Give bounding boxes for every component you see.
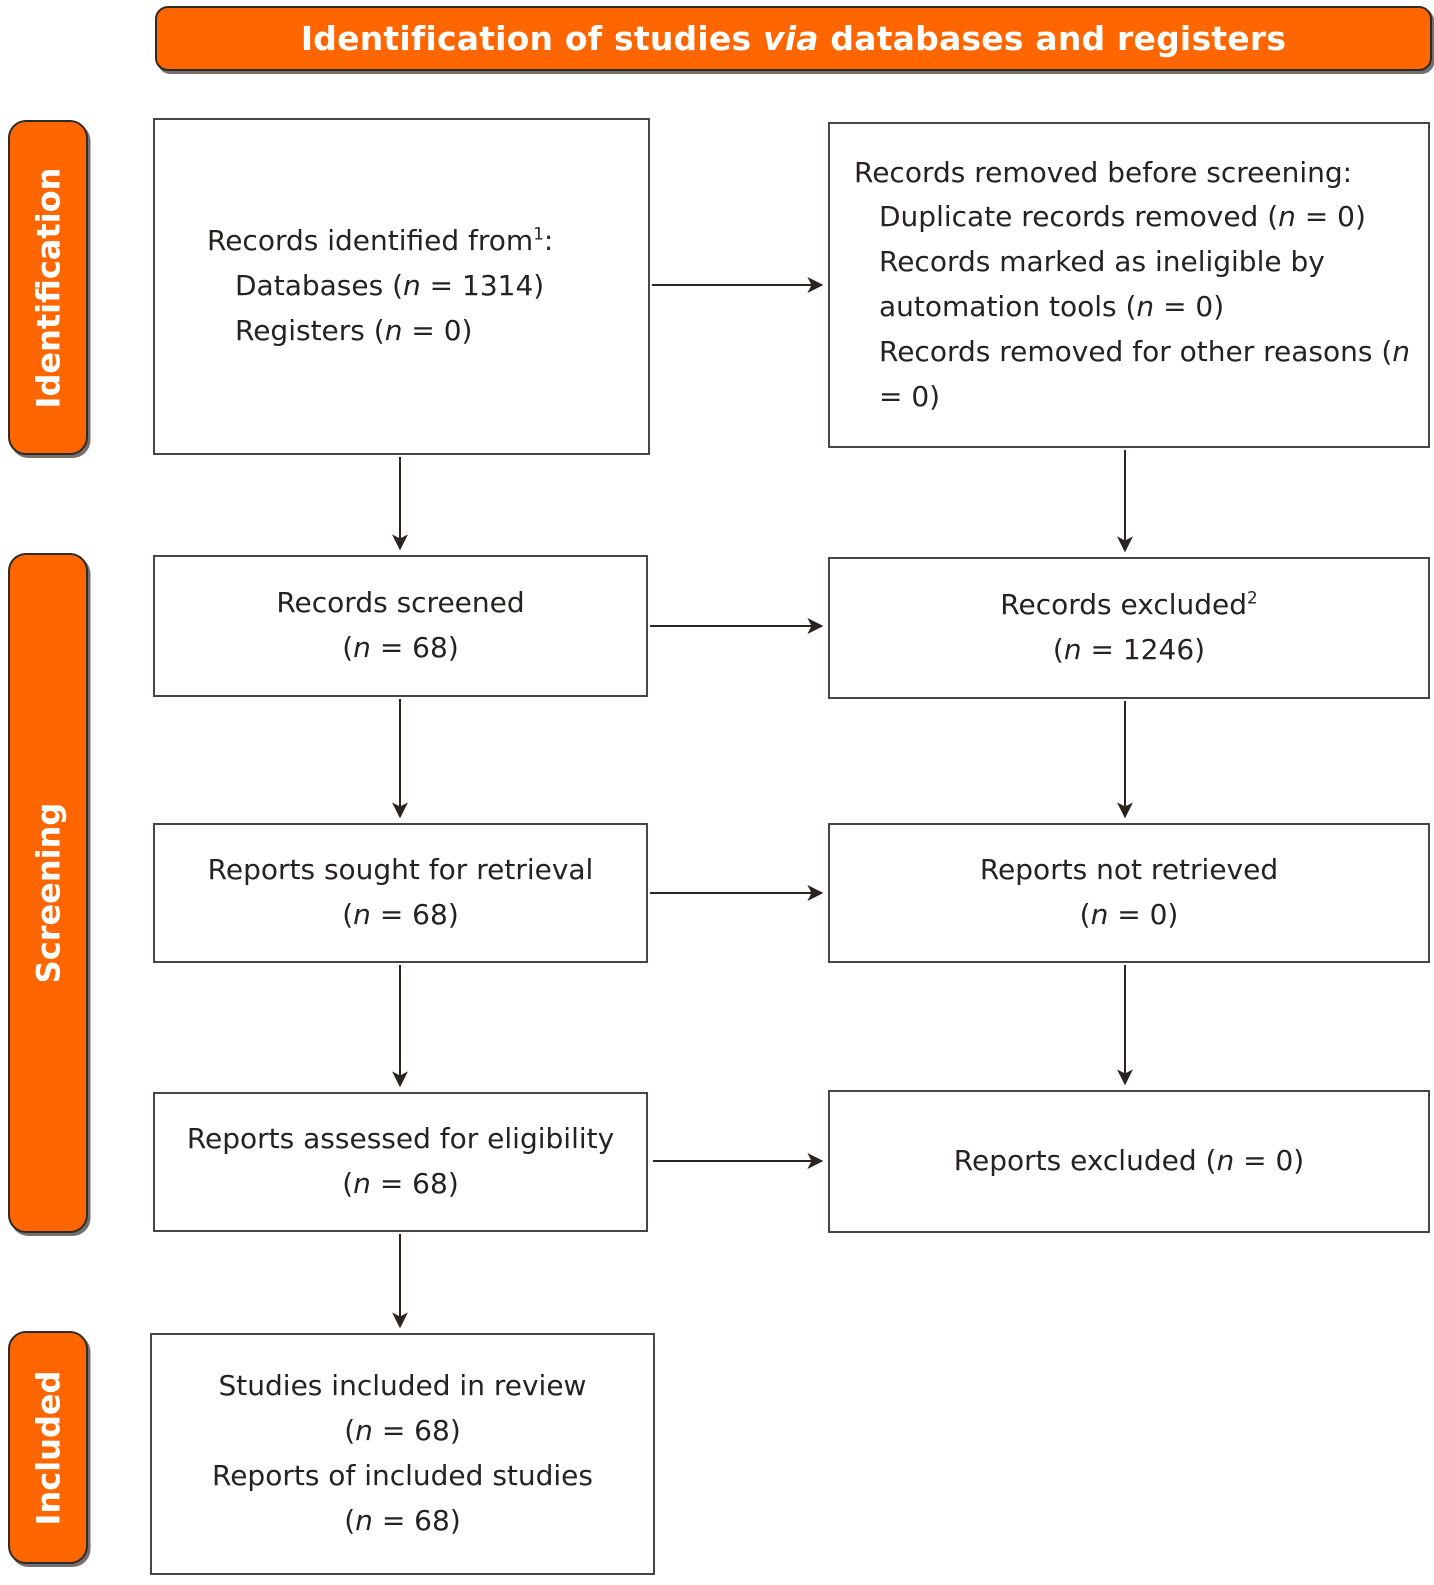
stage-label-identification: Identification bbox=[8, 120, 88, 455]
reports-not-retrieved-count: (n = 0) bbox=[1079, 898, 1179, 931]
reports-of-included-label: Reports of included studies bbox=[212, 1459, 593, 1492]
box-records-screened: Records screened (n = 68) bbox=[153, 555, 648, 697]
records-removed-automation: Records marked as ineligible by automati… bbox=[879, 245, 1325, 323]
reports-excluded-label: Reports excluded (n = 0) bbox=[953, 1144, 1305, 1178]
reports-not-retrieved-label: Reports not retrieved bbox=[979, 853, 1279, 887]
records-removed-other: Records removed for other reasons (n = 0… bbox=[879, 334, 1411, 413]
stage-label-included: Included bbox=[8, 1331, 88, 1564]
records-identified-registers: Registers (n = 0) bbox=[235, 313, 473, 347]
box-reports-assessed: Reports assessed for eligibility (n = 68… bbox=[153, 1092, 648, 1232]
records-identified-databases: Databases (n = 1314) bbox=[235, 269, 545, 303]
records-screened-label: Records screened bbox=[276, 586, 525, 620]
stage-label-identification-text: Identification bbox=[29, 167, 67, 408]
records-screened-count: (n = 68) bbox=[342, 631, 459, 664]
records-identified-line: Records identified from1: bbox=[207, 223, 554, 258]
records-removed-duplicates: Duplicate records removed (n = 0) bbox=[879, 200, 1366, 234]
records-excluded-label: Records excluded2 bbox=[1000, 587, 1258, 622]
records-removed-heading: Records removed before screening: bbox=[854, 155, 1353, 189]
box-reports-sought: Reports sought for retrieval (n = 68) bbox=[153, 823, 648, 963]
box-records-excluded: Records excluded2 (n = 1246) bbox=[828, 557, 1430, 699]
stage-label-screening-text: Screening bbox=[29, 802, 68, 984]
reports-of-included-count: (n = 68) bbox=[344, 1503, 461, 1537]
header-banner: Identification of studies via databases … bbox=[155, 6, 1432, 71]
stage-label-screening: Screening bbox=[8, 553, 88, 1233]
box-studies-included: Studies included in review (n = 68) Repo… bbox=[150, 1333, 655, 1575]
studies-included-count: (n = 68) bbox=[344, 1414, 461, 1448]
box-reports-excluded: Reports excluded (n = 0) bbox=[828, 1090, 1430, 1233]
studies-included-label: Studies included in review bbox=[218, 1369, 587, 1403]
box-records-identified: Records identified from1: Databases (n =… bbox=[153, 118, 650, 455]
records-excluded-count: (n = 1246) bbox=[1052, 633, 1206, 666]
reports-assessed-label: Reports assessed for eligibility bbox=[186, 1122, 615, 1156]
reports-sought-count: (n = 68) bbox=[342, 898, 459, 931]
reports-sought-label: Reports sought for retrieval bbox=[207, 853, 594, 887]
reports-assessed-count: (n = 68) bbox=[342, 1167, 459, 1200]
header-title: Identification of studies via databases … bbox=[300, 19, 1287, 58]
box-reports-not-retrieved: Reports not retrieved (n = 0) bbox=[828, 823, 1430, 963]
box-records-removed: Records removed before screening: Duplic… bbox=[828, 122, 1430, 448]
stage-label-included-text: Included bbox=[29, 1370, 68, 1525]
